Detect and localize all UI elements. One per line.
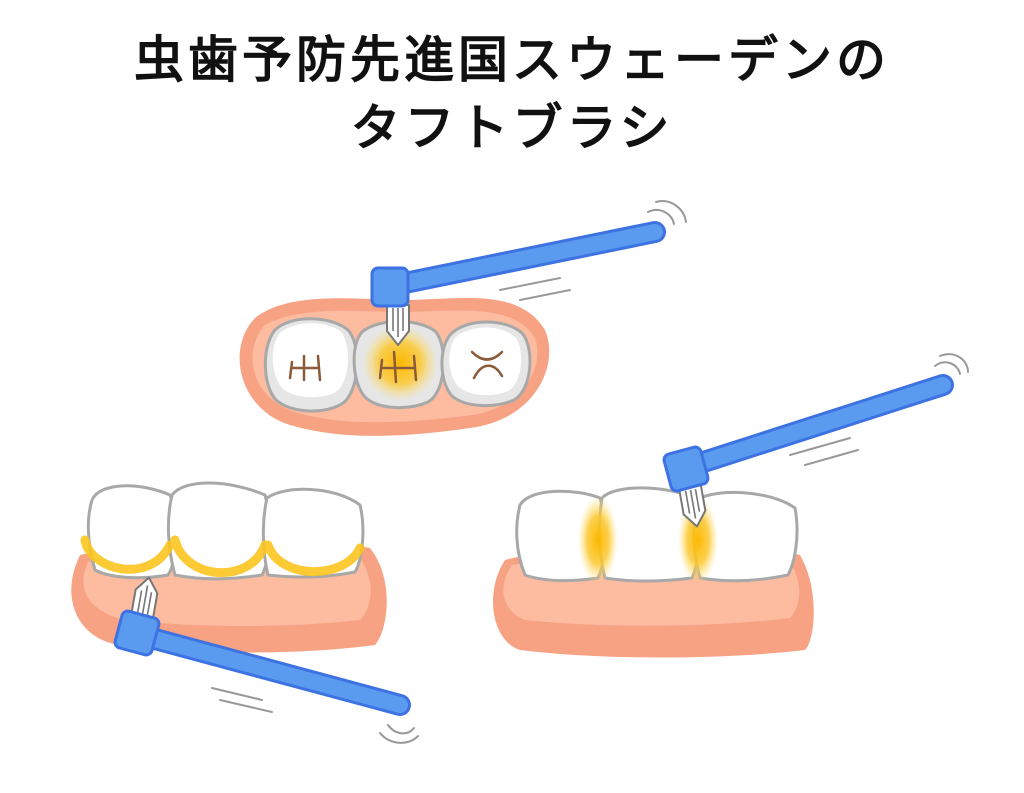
motion-lines-1	[499, 200, 687, 301]
tuft-brush-1	[370, 221, 666, 346]
molar-left	[263, 317, 359, 413]
tuft-brush-3	[662, 374, 954, 530]
title-line-1: 虫歯予防先進国スウェーデンの	[134, 31, 890, 89]
scene-gumline	[71, 481, 419, 744]
scene-interdental	[493, 353, 969, 658]
title-line-2: タフトブラシ	[350, 99, 674, 157]
plaque-gumline	[80, 535, 365, 578]
plaque-interdental-1	[578, 496, 618, 584]
tuft-brush-2	[113, 574, 411, 716]
scene-occlusal	[239, 200, 687, 436]
molar-middle-plaque	[352, 320, 446, 410]
molar-right	[440, 320, 532, 408]
teeth-row	[86, 481, 365, 581]
